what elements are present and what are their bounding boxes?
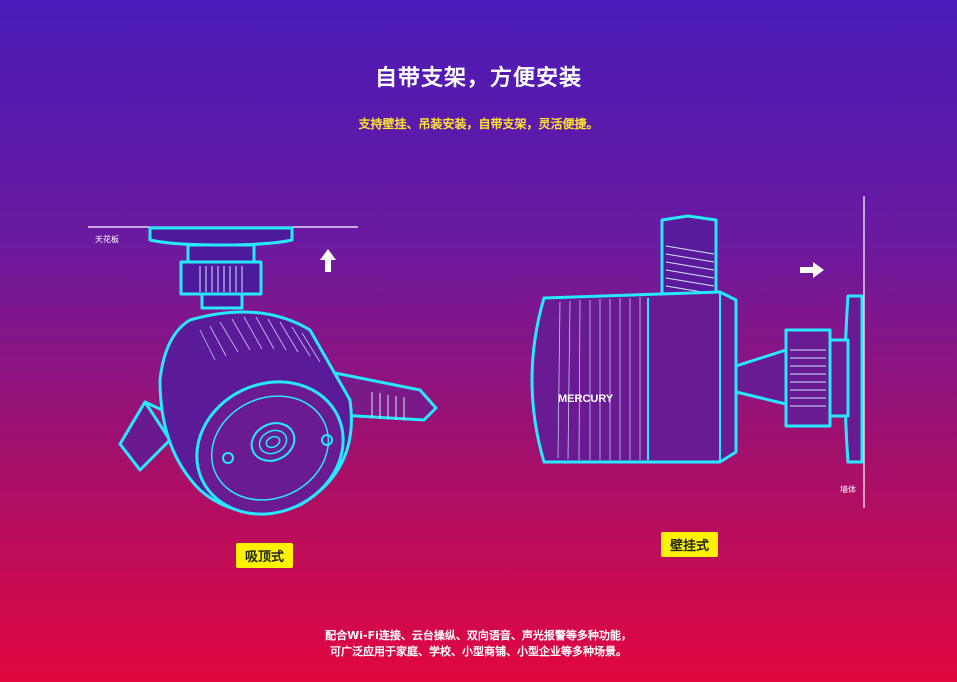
arrow-up-icon: [320, 249, 336, 272]
ceiling-camera-illustration: [88, 226, 438, 516]
arrow-right-icon: [800, 262, 824, 278]
wall-label: 墙体: [840, 485, 856, 494]
brand-logo: MERCURY: [558, 393, 614, 405]
wall-camera-illustration: MERCURY: [530, 196, 865, 508]
footer-line-1: 配合Wi-Fi连接、云台操纵、双向语音、声光报警等多种功能，: [325, 629, 632, 642]
footer-line-2: 可广泛应用于家庭、学校、小型商铺、小型企业等多种场景。: [330, 645, 627, 658]
page-title: 自带支架，方便安装: [374, 66, 582, 91]
footer-text: 配合Wi-Fi连接、云台操纵、双向语音、声光报警等多种功能， 可广泛应用于家庭、…: [0, 628, 957, 660]
wall-mount-badge: 壁挂式: [661, 532, 719, 557]
ceiling-label: 天花板: [95, 235, 119, 244]
ceiling-mount-badge: 吸顶式: [236, 543, 294, 568]
page-subtitle: 支持壁挂、吊装安装，自带支架，灵活便捷。: [358, 117, 599, 131]
